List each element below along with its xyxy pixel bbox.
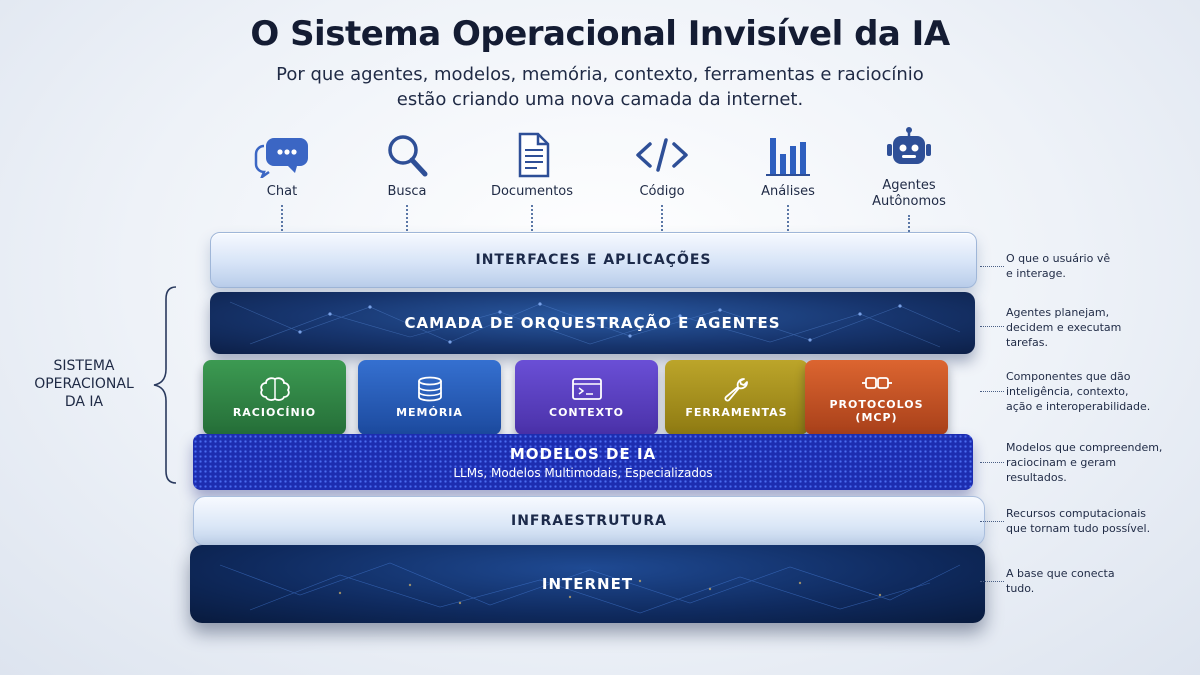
- annotation-line: Agentes planejam,: [1006, 306, 1110, 319]
- robot-icon: [887, 127, 931, 164]
- component-label: FERRAMENTAS: [685, 406, 788, 419]
- annotation-internet: A base que conecta tudo.: [1006, 566, 1186, 596]
- annotation-line: Modelos que compreendem,: [1006, 441, 1163, 454]
- annotation-modelos: Modelos que compreendem, raciocinam e ge…: [1006, 440, 1186, 485]
- component-label: RACIOCÍNIO: [232, 406, 317, 419]
- app-label-line-1: Agentes: [882, 178, 936, 193]
- component-label-line-2: (MCP): [855, 410, 898, 424]
- component-memoria: MEMÓRIA: [358, 360, 501, 435]
- wrench-icon: [724, 378, 748, 402]
- annotation-connector: [980, 266, 1004, 267]
- annotation-interfaces: O que o usuário vê e interage.: [1006, 251, 1186, 281]
- connector-line: [406, 205, 408, 247]
- app-documentos: Documentos: [472, 132, 592, 200]
- annotation-line: Componentes que dão: [1006, 370, 1131, 383]
- magnifier-icon: [388, 135, 428, 177]
- page-subtitle: Por que agentes, modelos, memória, conte…: [0, 62, 1200, 112]
- side-label-line-3: DA IA: [64, 394, 104, 410]
- app-agentes: Agentes Autônomos: [849, 126, 969, 210]
- app-label: Documentos: [490, 184, 574, 199]
- component-raciocinio: RACIOCÍNIO: [203, 360, 346, 435]
- annotation-line: que tornam tudo possível.: [1006, 522, 1151, 535]
- app-codigo: Código: [602, 132, 722, 200]
- subtitle-line-1: Por que agentes, modelos, memória, conte…: [276, 64, 924, 85]
- side-label: SISTEMA OPERACIONAL DA IA: [34, 357, 134, 411]
- layer-title: INTERFACES E APLICAÇÕES: [475, 252, 712, 268]
- connector-line: [661, 205, 663, 247]
- annotation-line: tudo.: [1006, 582, 1035, 595]
- component-protocolos: PROTOCOLOS (MCP): [805, 360, 948, 435]
- bar-chart-icon: [766, 138, 810, 176]
- component-label: PROTOCOLOS (MCP): [829, 398, 923, 424]
- document-icon: [518, 132, 550, 178]
- connector-line: [531, 205, 533, 247]
- layer-subtitle: LLMs, Modelos Multimodais, Especializado…: [453, 465, 713, 480]
- component-ferramentas: FERRAMENTAS: [665, 360, 808, 435]
- app-chat: Chat: [222, 132, 342, 200]
- component-label: MEMÓRIA: [396, 406, 463, 419]
- app-label: Agentes Autônomos: [849, 178, 969, 210]
- subtitle-line-2: estão criando uma nova camada da interne…: [396, 89, 804, 110]
- annotation-connector: [980, 391, 1004, 392]
- layer-orquestracao: CAMADA DE ORQUESTRAÇÃO E AGENTES: [210, 292, 975, 354]
- network-pattern: [229, 301, 961, 348]
- layer-infraestrutura: INFRAESTRUTURA: [193, 496, 985, 546]
- annotation-line: inteligência, contexto,: [1006, 385, 1129, 398]
- annotation-line: Recursos computacionais: [1006, 507, 1146, 520]
- annotation-connector: [980, 581, 1004, 582]
- app-label: Código: [639, 184, 685, 199]
- component-label-line-1: PROTOCOLOS: [829, 397, 924, 411]
- layer-title: INTERNET: [541, 575, 634, 593]
- world-network-pattern: [219, 562, 961, 614]
- annotation-infraestrutura: Recursos computacionais que tornam tudo …: [1006, 506, 1186, 536]
- app-busca: Busca: [347, 132, 467, 200]
- annotation-line: A base que conecta: [1006, 567, 1115, 580]
- page-title: O Sistema Operacional Invisível da IA: [250, 14, 950, 54]
- annotation-line: decidem e executam: [1006, 321, 1122, 334]
- app-analises: Análises: [728, 132, 848, 200]
- annotation-line: tarefas.: [1006, 336, 1048, 349]
- annotation-line: O que o usuário vê: [1006, 252, 1111, 265]
- component-contexto: CONTEXTO: [515, 360, 658, 435]
- annotation-line: e interage.: [1006, 267, 1066, 280]
- brain-icon: [259, 377, 290, 401]
- layer-interfaces: INTERFACES E APLICAÇÕES: [210, 232, 977, 288]
- annotation-line: resultados.: [1006, 471, 1067, 484]
- code-icon: [636, 138, 688, 172]
- app-label-line-2: Autônomos: [872, 194, 946, 209]
- annotation-componentes: Componentes que dão inteligência, contex…: [1006, 369, 1186, 414]
- annotation-connector: [980, 326, 1004, 327]
- connector-line: [787, 205, 789, 247]
- layer-title: CAMADA DE ORQUESTRAÇÃO E AGENTES: [404, 314, 781, 332]
- annotation-line: ação e interoperabilidade.: [1006, 400, 1151, 413]
- component-label: CONTEXTO: [549, 406, 624, 419]
- annotation-connector: [980, 462, 1004, 463]
- side-label-line-1: SISTEMA: [53, 358, 115, 374]
- side-label-line-2: OPERACIONAL: [34, 376, 134, 392]
- annotation-line: raciocinam e geram: [1006, 456, 1117, 469]
- layer-title: MODELOS DE IA: [509, 444, 657, 463]
- connector-line: [281, 205, 283, 247]
- annotation-orquestracao: Agentes planejam, decidem e executam tar…: [1006, 305, 1186, 350]
- chat-bubble-icon: [254, 138, 308, 178]
- bracket-icon: [153, 286, 177, 484]
- annotation-connector: [980, 521, 1004, 522]
- window-icon: [571, 378, 602, 400]
- plug-icon: [861, 376, 892, 389]
- app-label: Busca: [387, 184, 427, 199]
- layer-title: INFRAESTRUTURA: [511, 513, 667, 529]
- database-icon: [417, 376, 442, 402]
- layer-internet: INTERNET: [190, 545, 985, 623]
- layer-modelos: MODELOS DE IA LLMs, Modelos Multimodais,…: [193, 434, 973, 490]
- app-label: Chat: [266, 184, 298, 199]
- connector-line: [908, 215, 910, 247]
- app-label: Análises: [761, 184, 815, 199]
